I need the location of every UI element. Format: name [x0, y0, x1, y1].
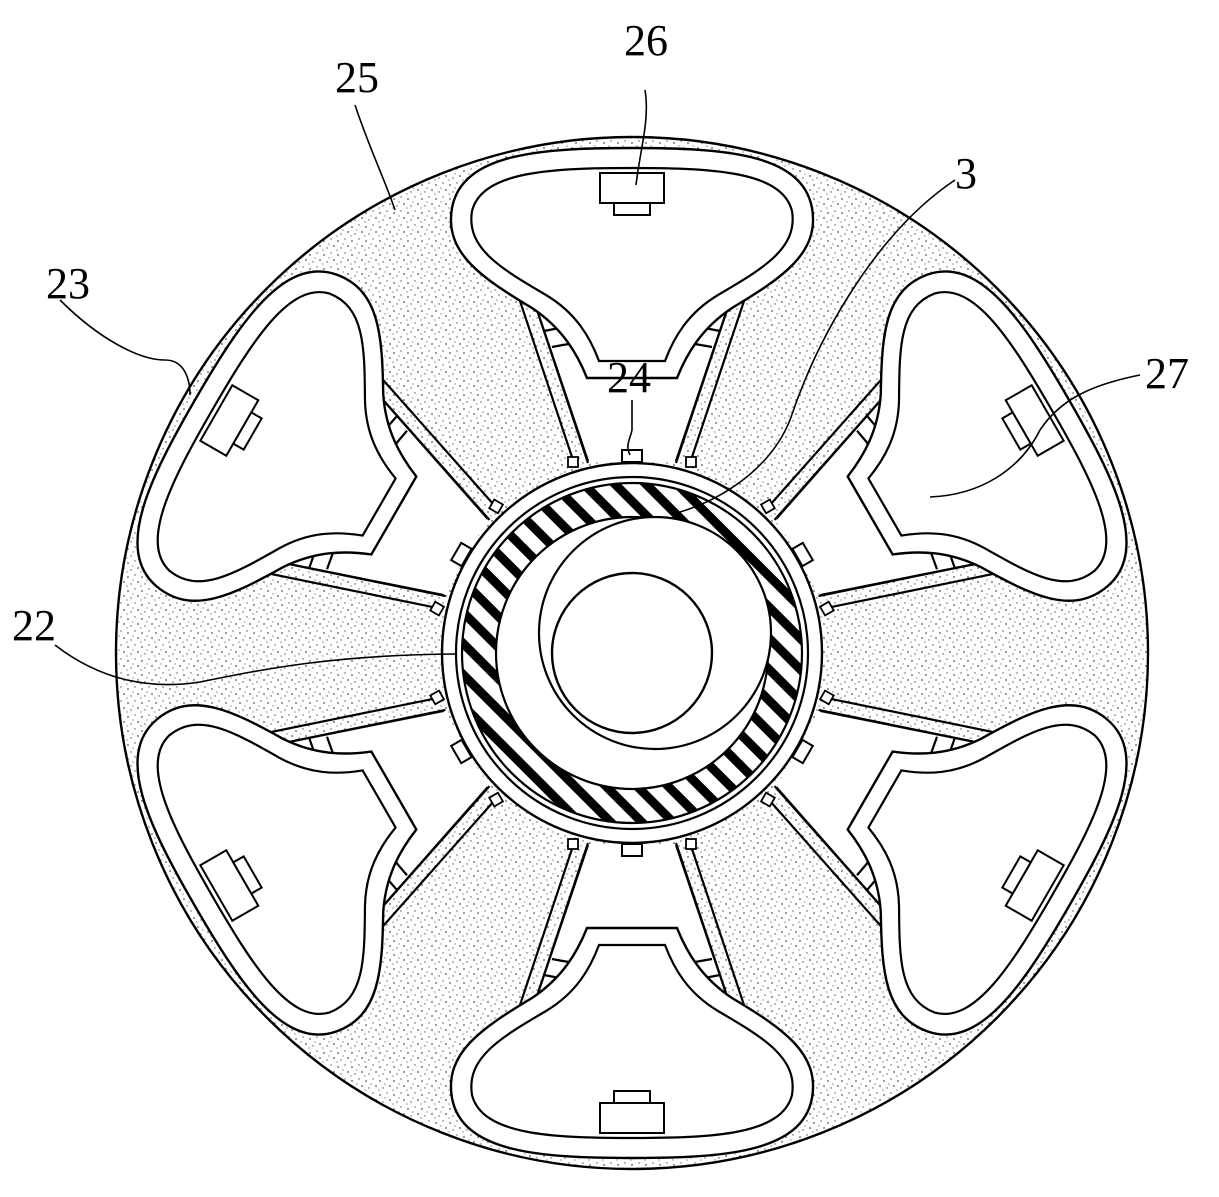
- label-26: 26: [624, 16, 668, 65]
- spoke-left-edge: [825, 696, 1012, 737]
- magnet-tab: [613, 202, 651, 216]
- spoke-right-edge: [766, 797, 895, 941]
- hub-notch-right: [488, 498, 505, 515]
- sector-6: [136, 270, 505, 617]
- pocket-inner: [156, 290, 397, 583]
- label-24: 24: [607, 353, 651, 402]
- pocket-inner: [867, 290, 1108, 583]
- hub-notch-left: [818, 689, 835, 706]
- hub-notch-left: [759, 498, 776, 515]
- leader-22: [54, 644, 456, 686]
- magnet-tab: [613, 1090, 651, 1104]
- leader-3: [679, 179, 956, 513]
- magnet-tab: [1000, 855, 1033, 895]
- spoke-left-edge: [688, 842, 752, 1024]
- spoke-left-edge: [512, 282, 576, 464]
- hub-key: [621, 843, 643, 857]
- spoke-right-edge: [512, 842, 576, 1024]
- label-23: 23: [46, 259, 90, 308]
- pocket-inner: [156, 723, 397, 1016]
- label-3: 3: [955, 149, 977, 198]
- spoke-right-edge: [688, 282, 752, 464]
- shaft: [550, 571, 714, 735]
- leader-24: [627, 400, 633, 456]
- label-25: 25: [335, 53, 379, 102]
- leader-26: [635, 89, 648, 186]
- leader-25: [354, 104, 396, 211]
- hub-notch-right: [685, 456, 697, 468]
- spoke-right-edge: [252, 696, 439, 737]
- window-sides: [271, 386, 489, 597]
- window-sides: [775, 709, 993, 920]
- label-22: 22: [12, 601, 56, 650]
- hub-notch-left: [567, 456, 579, 468]
- sector-5: [136, 689, 505, 1036]
- hub-notch-left: [488, 791, 505, 808]
- hub-notch-right: [759, 791, 776, 808]
- spoke-left-edge: [369, 797, 498, 941]
- magnet-tab: [231, 411, 264, 451]
- magnet-tab: [231, 855, 264, 895]
- sector-2: [759, 270, 1128, 617]
- leader-27: [929, 374, 1141, 498]
- pocket-inner: [867, 723, 1108, 1016]
- sector-3: [759, 689, 1128, 1036]
- pocket-inner: [470, 166, 794, 363]
- pocket-inner: [470, 943, 794, 1140]
- magnet-block: [599, 172, 665, 204]
- spoke-left-edge: [766, 365, 895, 509]
- label-27: 27: [1145, 349, 1189, 398]
- hub-notch-left: [685, 838, 697, 850]
- hub-key: [621, 449, 643, 463]
- window-sides: [530, 844, 734, 1012]
- sector-1: [449, 146, 815, 468]
- sector-4: [449, 838, 815, 1160]
- hub-notch-left: [429, 600, 446, 617]
- magnet-tab: [1000, 411, 1033, 451]
- hub-notch-right: [429, 689, 446, 706]
- spoke-right-edge: [825, 569, 1012, 610]
- hub-notch-right: [818, 600, 835, 617]
- window-sides: [271, 709, 489, 920]
- spoke-right-edge: [369, 365, 498, 509]
- window-sides: [530, 294, 734, 462]
- hub-notch-right: [567, 838, 579, 850]
- window-sides: [775, 386, 993, 597]
- magnet-block: [599, 1102, 665, 1134]
- leader-23: [59, 299, 191, 396]
- spoke-left-edge: [252, 569, 439, 610]
